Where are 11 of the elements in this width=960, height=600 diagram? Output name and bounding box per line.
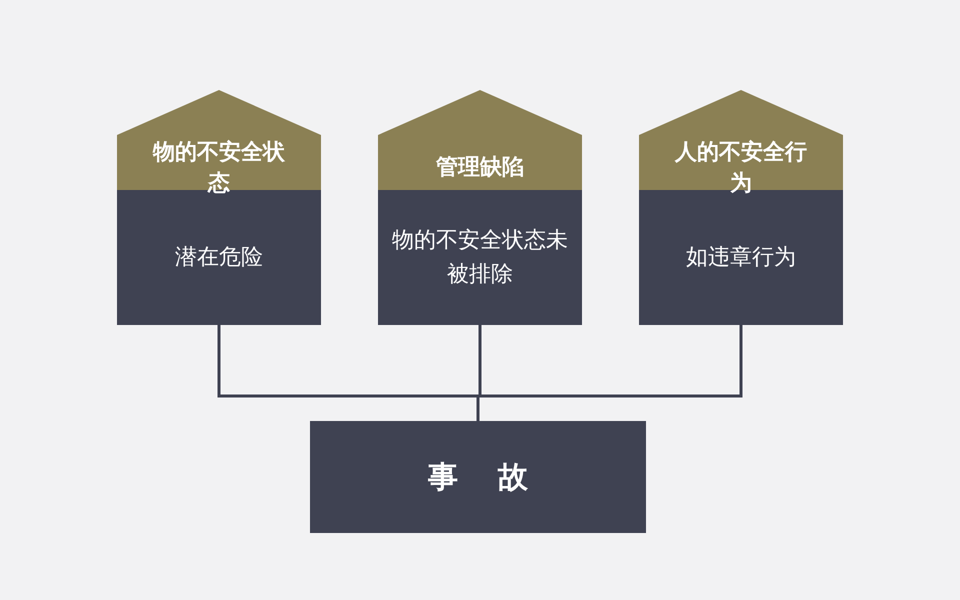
box-text: 物的不安全状态未被排除 [391,226,569,288]
house-box [378,90,582,325]
box-text: 如违章行为 [685,244,797,272]
result-box: 事故 [310,421,646,533]
house-box [117,90,321,325]
roof-heading: 人的不安全行为 [674,138,808,198]
roof-heading: 管理缺陷 [435,154,525,182]
box-text: 潜在危险 [174,244,264,272]
roof-heading: 物的不安全状态 [152,138,286,198]
connector-line [476,325,742,421]
house-box [639,90,843,325]
